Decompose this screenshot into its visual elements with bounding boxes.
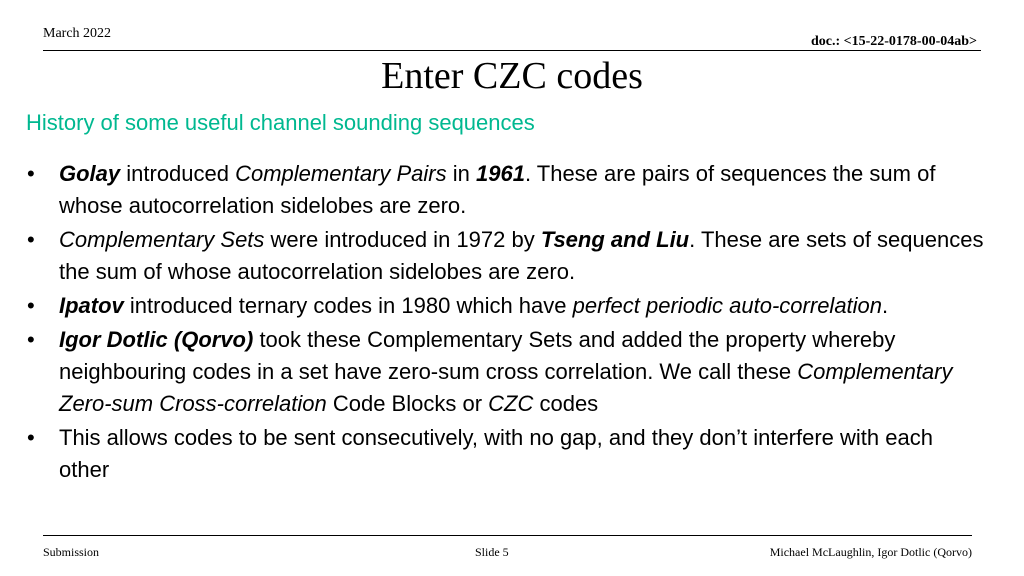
bullet-item-complementary-sets: • Complementary Sets were introduced in … bbox=[26, 224, 986, 288]
bullet-text: This allows codes to be sent consecutive… bbox=[59, 425, 933, 482]
emphasis-term: Complementary Pairs bbox=[235, 161, 447, 186]
bullet-text: introduced ternary codes in 1980 which h… bbox=[123, 293, 573, 318]
bullet-item-golay: • Golay introduced Complementary Pairs i… bbox=[26, 158, 986, 222]
emphasis-term: CZC bbox=[488, 391, 534, 416]
bullet-item-consecutive: • This allows codes to be sent consecuti… bbox=[26, 422, 986, 486]
bullet-text: . bbox=[882, 293, 889, 318]
bullet-text: took these Complementary Sets and added … bbox=[59, 327, 896, 384]
bullet-point-icon: • bbox=[27, 293, 35, 318]
bullet-point-icon: • bbox=[27, 425, 35, 450]
bullet-text: in bbox=[446, 161, 476, 186]
bullet-text: were introduced in 1972 by bbox=[264, 227, 541, 252]
bullet-text: Code Blocks or bbox=[326, 391, 489, 416]
document-id: doc.: <15-22-0178-00-04ab> bbox=[810, 34, 977, 49]
bullet-text: . These are sets of sequences the sum of… bbox=[59, 227, 984, 284]
bullet-text: . These are pairs of sequences the sum o… bbox=[59, 161, 936, 218]
footer-authors: Michael McLaughlin, Igor Dotlic (Qorvo) bbox=[769, 545, 972, 559]
emphasis-term: Complementary Sets bbox=[59, 227, 265, 252]
bullet-text: codes bbox=[533, 391, 599, 416]
emphasis-name: Tseng and Liu bbox=[540, 227, 690, 252]
emphasis-year: 1961 bbox=[475, 161, 525, 186]
slide-title: Enter CZC codes bbox=[381, 55, 643, 97]
slide-subtitle: History of some useful channel sounding … bbox=[26, 110, 535, 135]
slide-number: Slide 5 bbox=[475, 545, 509, 559]
bullet-list: • Golay introduced Complementary Pairs i… bbox=[26, 158, 986, 488]
bullet-point-icon: • bbox=[27, 327, 35, 352]
bullet-text: introduced bbox=[120, 161, 236, 186]
emphasis-name: Golay bbox=[59, 161, 121, 186]
emphasis-term: perfect periodic auto-correlation bbox=[572, 293, 883, 318]
footer-divider bbox=[43, 535, 972, 536]
emphasis-name: Ipatov bbox=[59, 293, 124, 318]
header-date: March 2022 bbox=[43, 26, 112, 41]
bullet-point-icon: • bbox=[27, 161, 35, 186]
bullet-item-dotlic: • Igor Dotlic (Qorvo) took these Complem… bbox=[26, 324, 986, 420]
bullet-item-ipatov: • Ipatov introduced ternary codes in 198… bbox=[26, 290, 986, 322]
emphasis-name: Igor Dotlic (Qorvo) bbox=[59, 327, 254, 352]
header-divider bbox=[43, 50, 981, 51]
footer-submission: Submission bbox=[43, 545, 100, 559]
emphasis-term: Complementary Zero-sum Cross-correlation bbox=[59, 359, 953, 416]
bullet-point-icon: • bbox=[27, 227, 35, 252]
